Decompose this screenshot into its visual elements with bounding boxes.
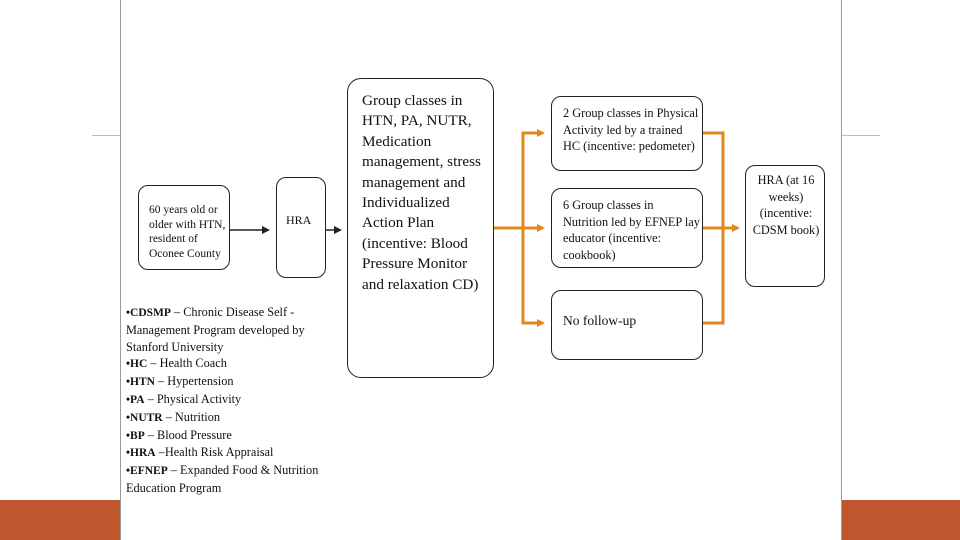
legend-description: –Health Risk Appraisal — [155, 445, 274, 460]
legend-abbreviation: •HRA — [126, 447, 156, 460]
nutrition-box: 6 Group classes in Nutrition led by EFNE… — [551, 188, 703, 268]
hra-end-box: HRA (at 16 weeks) (incentive: CDSM book) — [745, 165, 825, 287]
legend-description: – Hypertension — [154, 374, 234, 389]
legend-description: – Health Coach — [147, 356, 227, 371]
legend-item: •EFNEP – Expanded Food & Nutrition Educa… — [126, 462, 326, 497]
no-followup-text: No follow-up — [563, 313, 637, 328]
physical-activity-box: 2 Group classes in Physical Activity led… — [551, 96, 703, 171]
abbreviation-legend: •CDSMP – Chronic Disease Self -Managemen… — [126, 304, 326, 497]
legend-description: – Physical Activity — [144, 391, 242, 406]
legend-abbreviation: •EFNEP — [126, 465, 168, 478]
arrow-no-followup-to-hra — [703, 228, 725, 325]
legend-item: •HRA –Health Risk Appraisal — [126, 444, 326, 462]
legend-item: •PA – Physical Activity — [126, 391, 326, 409]
eligibility-text: 60 years old or older with HTN, resident… — [149, 204, 226, 260]
eligibility-box: 60 years old or older with HTN, resident… — [138, 185, 230, 270]
legend-abbreviation: •CDSMP — [126, 307, 171, 319]
legend-item: •HC – Health Coach — [126, 355, 326, 373]
nutrition-text: 6 Group classes in Nutrition led by EFNE… — [563, 198, 700, 262]
group-classes-text: Group classes in HTN, PA, NUTR, Medicati… — [362, 92, 481, 293]
arrow-to-physical-activity — [494, 129, 545, 230]
legend-item: •NUTR – Nutrition — [126, 409, 326, 427]
legend-item: •BP – Blood Pressure — [126, 427, 326, 445]
hra-start-text: HRA — [286, 213, 312, 227]
no-followup-box: No follow-up — [551, 290, 703, 360]
legend-description: – Expanded Food & Nutrition Education Pr… — [126, 463, 319, 495]
accent-bar-right — [840, 500, 960, 540]
decorative-line-left — [92, 135, 122, 136]
legend-abbreviation: •BP — [126, 429, 145, 442]
legend-abbreviation: •HTN — [126, 376, 155, 389]
arrow-physical-activity-to-hra — [703, 131, 725, 228]
legend-abbreviation: •HC — [126, 358, 148, 371]
legend-description: – Blood Pressure — [144, 427, 232, 442]
group-classes-box: Group classes in HTN, PA, NUTR, Medicati… — [347, 78, 494, 378]
arrow-to-no-followup — [521, 228, 545, 327]
legend-description: – Nutrition — [162, 409, 221, 424]
hra-start-box: HRA — [276, 177, 326, 278]
legend-abbreviation: •NUTR — [126, 411, 163, 424]
accent-bar-left — [0, 500, 120, 540]
physical-activity-text: 2 Group classes in Physical Activity led… — [563, 106, 699, 154]
legend-item: •HTN – Hypertension — [126, 373, 326, 391]
legend-description: – Chronic Disease Self -Management Progr… — [126, 305, 305, 354]
hra-end-text: HRA (at 16 weeks) (incentive: CDSM book) — [752, 173, 820, 237]
decorative-line-right — [840, 135, 880, 136]
legend-item: •CDSMP – Chronic Disease Self -Managemen… — [126, 304, 326, 355]
legend-abbreviation: •PA — [126, 393, 145, 406]
